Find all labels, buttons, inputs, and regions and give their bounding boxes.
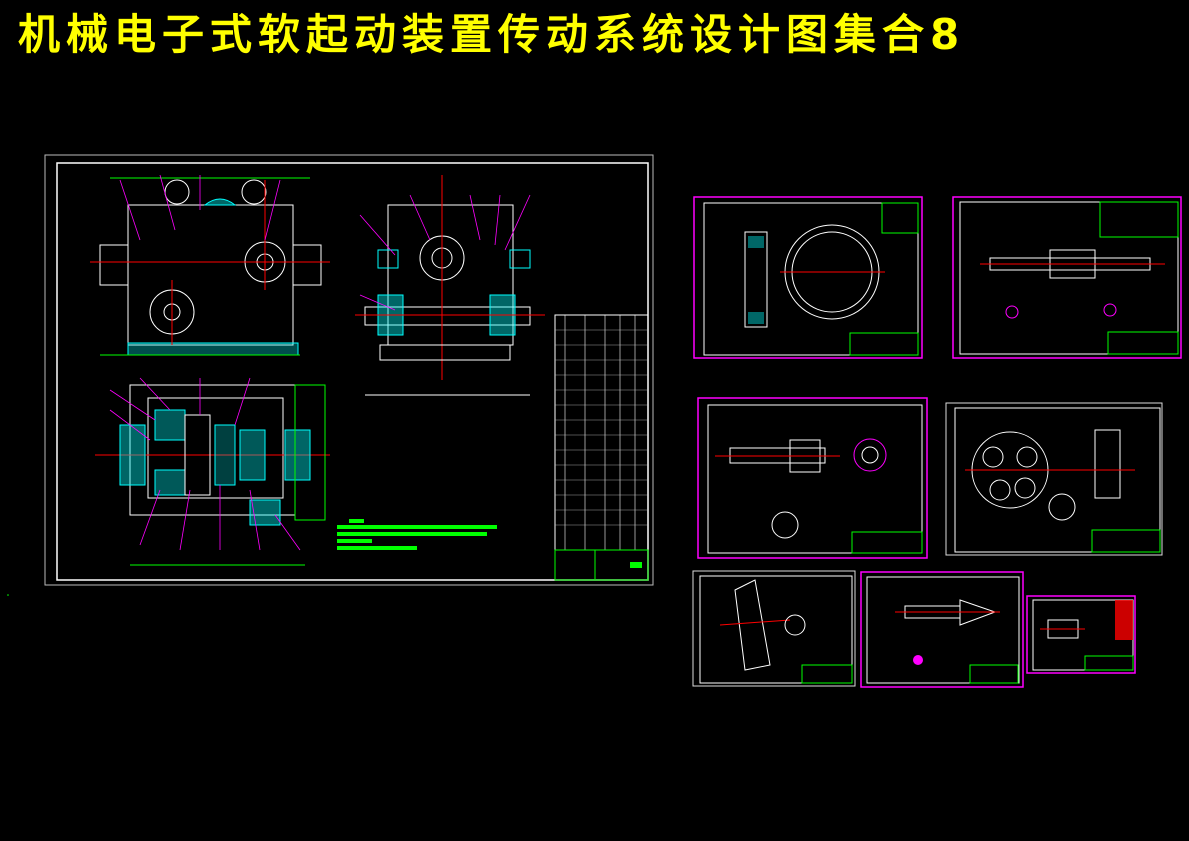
cone-shaft-drawing-sheet — [860, 571, 1024, 688]
shaft-drawing-sheet — [952, 196, 1182, 359]
gear-drawing-sheet — [693, 196, 923, 359]
stray-point — [7, 594, 9, 596]
gearbox-top-section — [95, 384, 330, 566]
assembly-drawing-sheet — [44, 154, 654, 586]
part-leader-lines — [109, 174, 531, 551]
gear-shaft-drawing-sheet — [697, 397, 928, 559]
bevel-gear-drawing-sheet — [692, 570, 856, 687]
planet-carrier-drawing-sheet — [945, 402, 1163, 556]
gearbox-front-view — [90, 177, 330, 356]
small-part-drawing-sheet — [1026, 595, 1136, 674]
drawing-set-title: 机械电子式软起动装置传动系统设计图集合8 — [18, 10, 966, 59]
gearbox-side-view — [355, 175, 545, 396]
parts-list-table — [554, 314, 649, 581]
technical-requirements-notes — [337, 519, 497, 550]
